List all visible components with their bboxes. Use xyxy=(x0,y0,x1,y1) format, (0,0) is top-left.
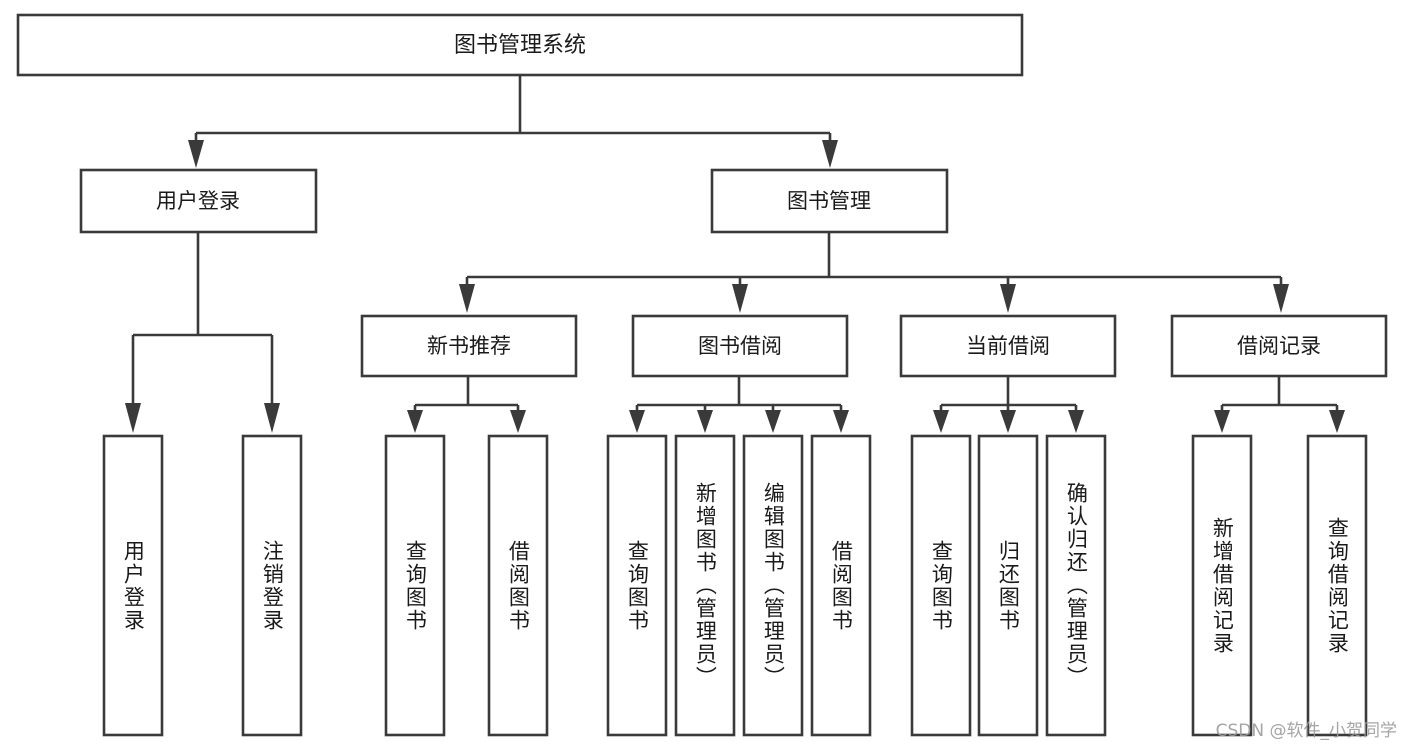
arrow-head-newbook xyxy=(459,284,475,313)
node-box-new-book-recommend[interactable] xyxy=(360,314,578,378)
arrow-head-leaf-bookborrow-2 xyxy=(697,410,713,433)
label-current-borrow: 当前借阅 xyxy=(966,334,1050,358)
arrow-head-leaf-currentborrow-3 xyxy=(1068,410,1084,433)
node-box-user-login[interactable] xyxy=(79,168,318,234)
arrow-head-leaf-borrowrecord-1 xyxy=(1214,410,1230,433)
arrow-head-bookmgmt xyxy=(822,140,838,168)
node-box-leaf-book-borrow-2[interactable] xyxy=(742,434,804,737)
node-box-leaf-new-book-0[interactable] xyxy=(384,434,446,737)
arrow-head-leaf-borrowrecord-2 xyxy=(1329,410,1345,433)
arrow-head-leaf-user-login-1 xyxy=(125,403,141,433)
node-box-book-management[interactable] xyxy=(710,168,949,234)
arrow-head-bookborrow xyxy=(732,284,748,313)
node-box-leaf-borrow-record-1[interactable] xyxy=(1306,434,1368,737)
arrow-head-leaf-user-login-2 xyxy=(264,403,280,433)
node-box-current-borrow[interactable] xyxy=(899,314,1117,378)
node-box-root[interactable] xyxy=(16,13,1024,77)
label-book-management: 图书管理 xyxy=(787,189,871,213)
node-box-leaf-book-borrow-3[interactable] xyxy=(810,434,872,737)
arrow-head-leaf-newbook-2 xyxy=(510,410,526,433)
node-box-borrow-record[interactable] xyxy=(1170,314,1388,378)
label-borrow-record: 借阅记录 xyxy=(1237,334,1321,358)
arrow-head-leaf-currentborrow-2 xyxy=(1000,410,1016,433)
node-box-leaf-current-borrow-0[interactable] xyxy=(910,434,972,737)
node-layer xyxy=(16,13,1388,737)
label-layer-horizontal: 图书管理系统 用户登录 图书管理 新书推荐 图书借阅 当前借阅 借阅记录 xyxy=(156,33,1321,358)
watermark-text: CSDN @软件_小贺同学 xyxy=(1215,721,1397,741)
label-new-book-recommend: 新书推荐 xyxy=(427,334,511,358)
arrow-head-leaf-bookborrow-4 xyxy=(833,410,849,433)
arrow-head-userlogin xyxy=(188,140,204,168)
label-book-borrow: 图书借阅 xyxy=(698,334,782,358)
arrow-head-leaf-newbook-1 xyxy=(407,410,423,433)
node-box-leaf-book-borrow-1[interactable] xyxy=(674,434,736,737)
arrow-head-borrowrecord xyxy=(1273,284,1289,313)
label-user-login: 用户登录 xyxy=(156,189,240,213)
arrow-head-leaf-bookborrow-3 xyxy=(765,410,781,433)
node-box-leaf-current-borrow-2[interactable] xyxy=(1045,434,1107,737)
connector-layer xyxy=(125,76,1345,433)
label-root: 图书管理系统 xyxy=(454,33,586,58)
node-box-leaf-current-borrow-1[interactable] xyxy=(977,434,1039,737)
node-box-leaf-new-book-1[interactable] xyxy=(487,434,549,737)
arrow-head-leaf-currentborrow-1 xyxy=(933,410,949,433)
node-box-book-borrow[interactable] xyxy=(631,314,849,378)
arrow-head-currentborrow xyxy=(1000,284,1016,313)
node-box-leaf-user-login-1[interactable] xyxy=(241,434,303,737)
arrow-head-leaf-bookborrow-1 xyxy=(629,410,645,433)
node-box-leaf-book-borrow-0[interactable] xyxy=(606,434,668,737)
node-box-leaf-user-login-0[interactable] xyxy=(102,434,164,737)
node-box-leaf-borrow-record-0[interactable] xyxy=(1191,434,1253,737)
